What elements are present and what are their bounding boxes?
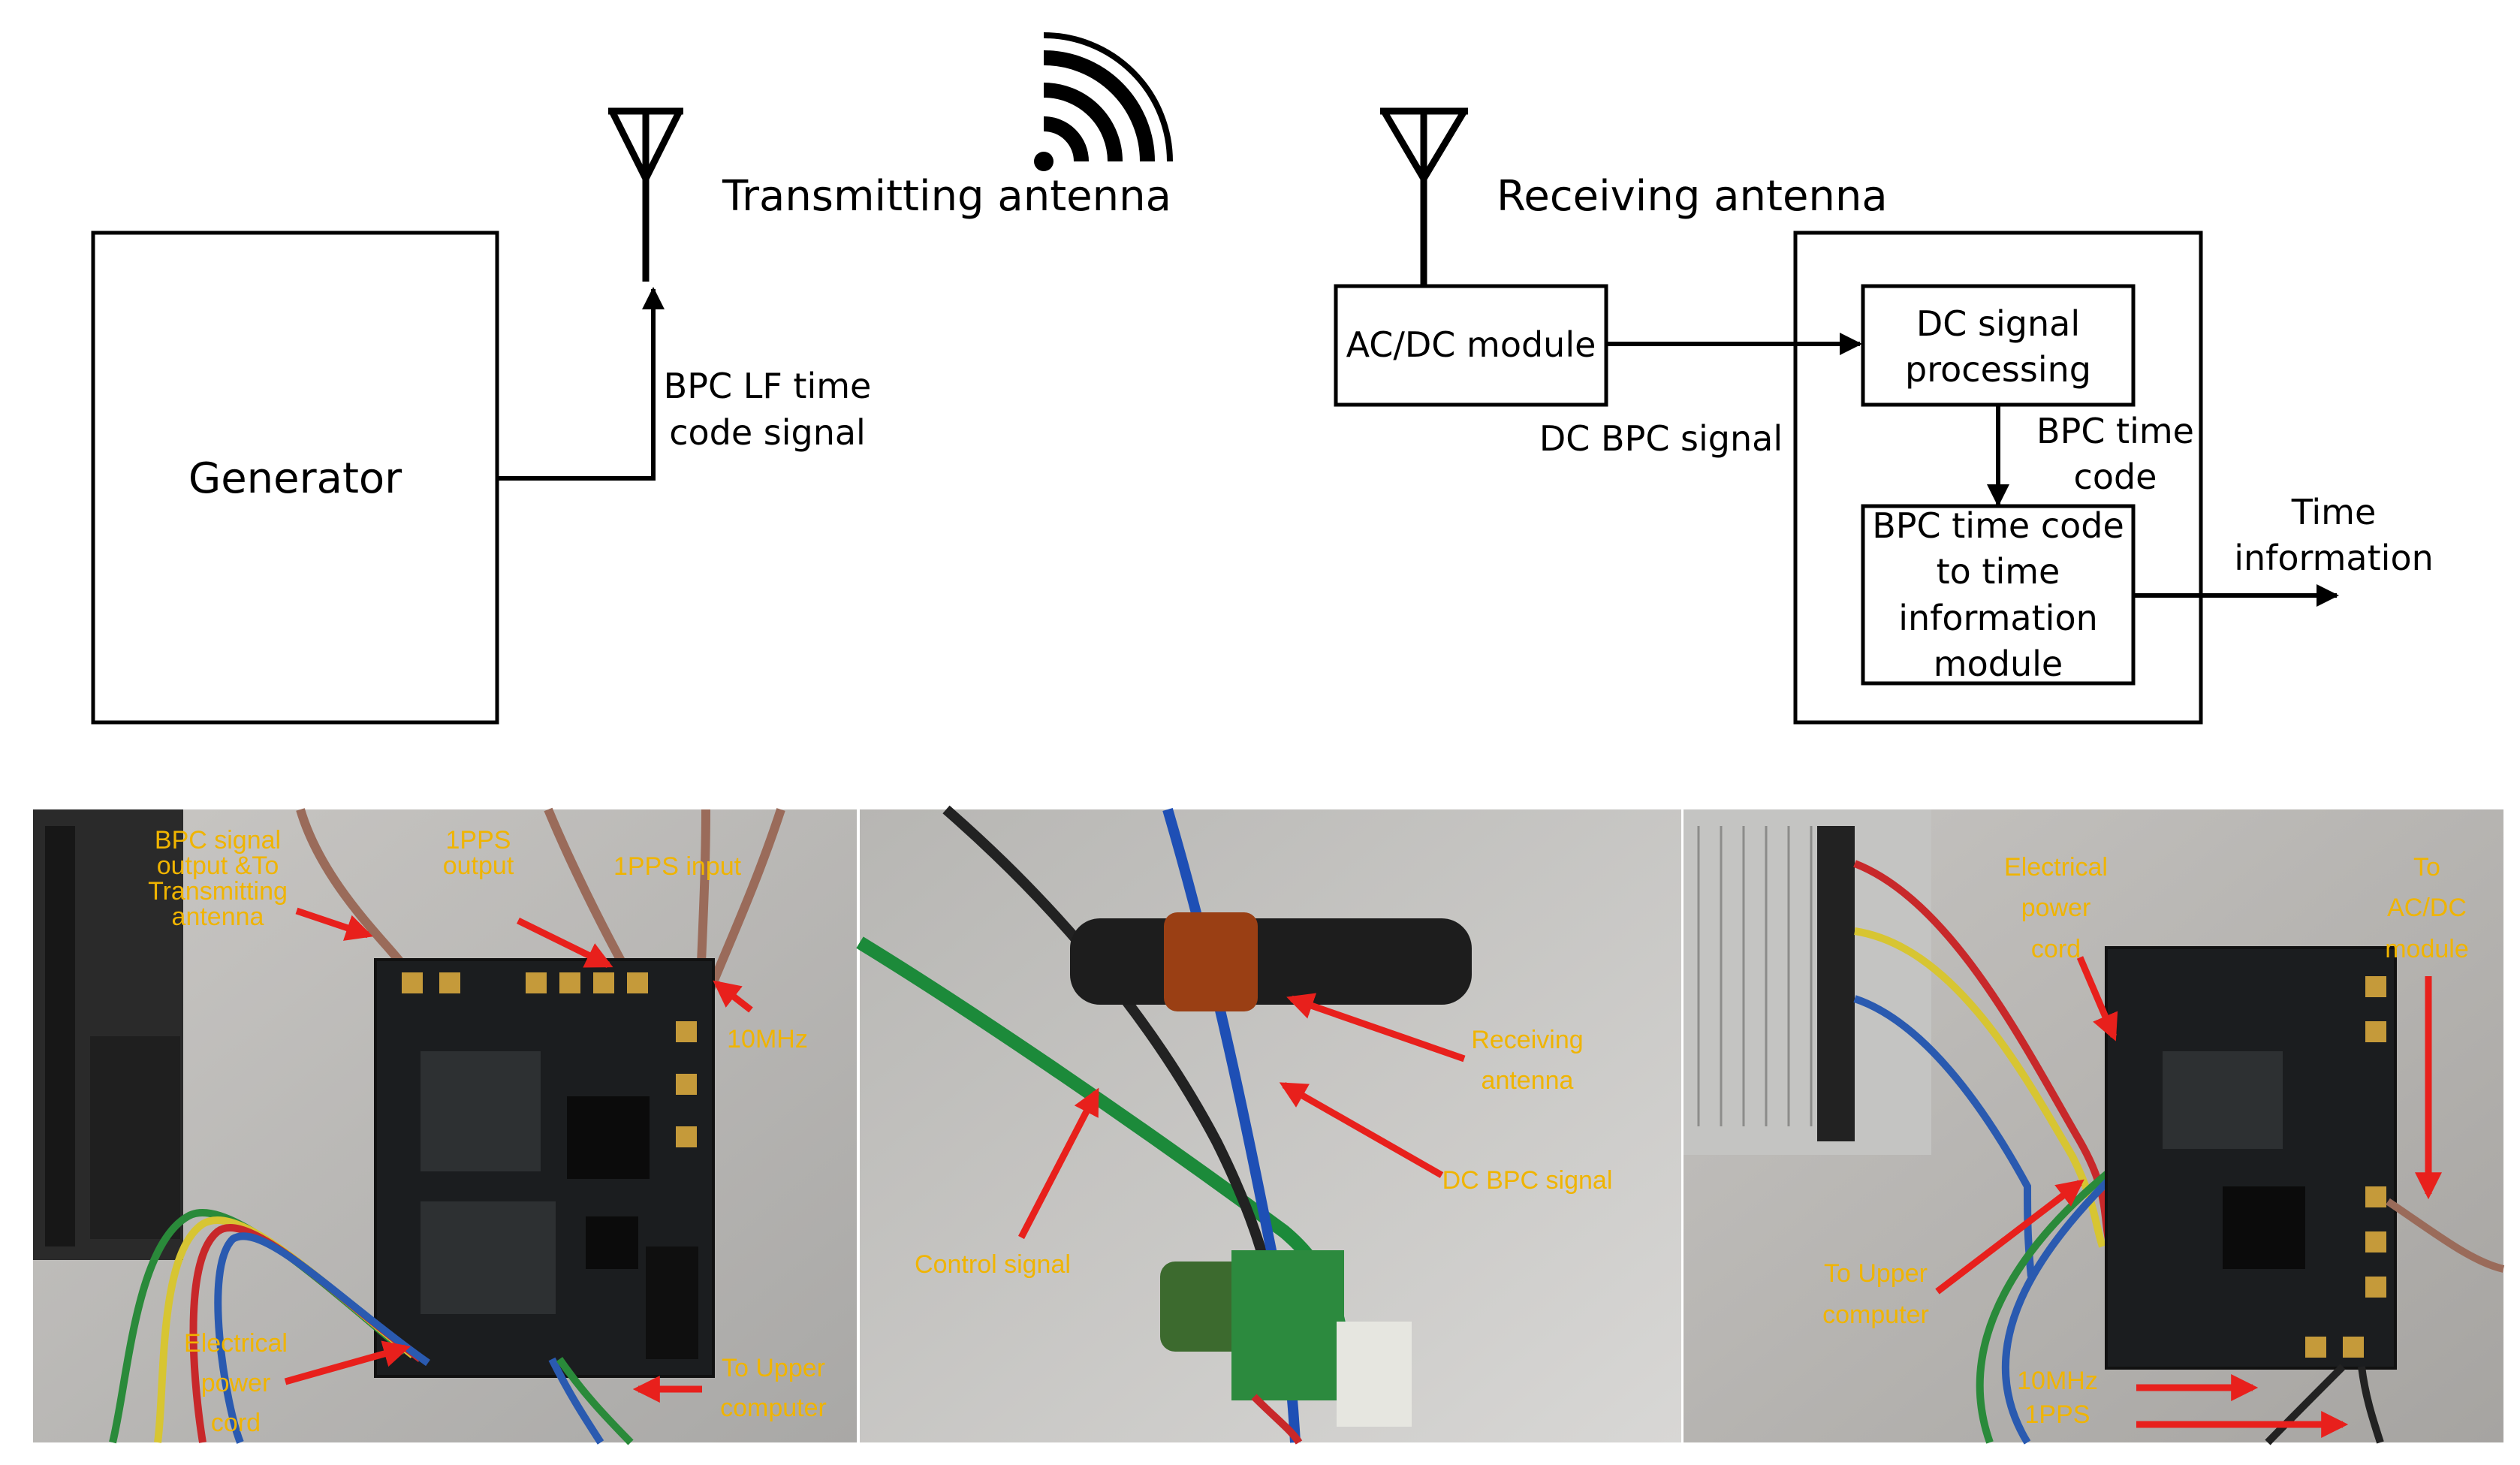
receiving-antenna-photo-label-2: antenna	[1482, 1066, 1574, 1095]
dc-bpc-signal-photo-label: DC BPC signal	[1442, 1166, 1613, 1195]
bpc-output-label-1: BPC signal	[155, 826, 281, 855]
time-information-label-line1: Time	[2291, 492, 2377, 532]
to-acdc-label-2: AC/DC	[2387, 894, 2467, 922]
dc-bpc-signal-label: DC BPC signal	[1539, 418, 1783, 459]
transmitter-board-photo	[33, 807, 857, 1445]
pps-output-label-1: 1PPS	[446, 826, 511, 855]
upper-computer-label-2: computer	[720, 1394, 827, 1422]
bpc-time-code-label-line2: code	[2074, 457, 2157, 497]
ten-mhz-label: 10MHz	[727, 1025, 808, 1054]
conversion-module-label-line4: module	[1934, 644, 2063, 684]
generator-label: Generator	[188, 454, 402, 503]
bpc-output-label-2: output &To	[157, 852, 279, 880]
receiving-antenna-photo-label-1: Receiving	[1471, 1026, 1583, 1054]
conversion-module-label-line3: information	[1898, 598, 2098, 638]
bpc-output-label-4: antenna	[172, 903, 264, 931]
receiver-board-photo	[1684, 809, 2505, 1445]
right-power-cord-label-3: cord	[2031, 935, 2081, 963]
conversion-module-label-line2: to time	[1937, 551, 2060, 592]
pps-output-label-2: output	[443, 852, 514, 880]
bpc-lf-signal-label-line2: code signal	[669, 412, 866, 453]
right-upper-computer-label-2: computer	[1822, 1301, 1929, 1329]
to-acdc-label-3: module	[2385, 935, 2469, 963]
conversion-module-label-line1: BPC time code	[1872, 505, 2124, 546]
receiving-antenna-photo	[856, 805, 1681, 1445]
receiving-antenna-label: Receiving antenna	[1497, 172, 1888, 221]
right-upper-computer-label-1: To Upper	[1824, 1259, 1928, 1288]
right-ten-mhz-label: 10MHz	[2017, 1367, 2098, 1395]
pps-input-label: 1PPS input	[613, 852, 742, 881]
bpc-output-label-3: Transmitting	[148, 877, 288, 906]
transmitting-antenna-label: Transmitting antenna	[722, 172, 1171, 221]
transmitting-antenna-icon	[608, 107, 683, 282]
right-pps-label: 1PPS	[2025, 1400, 2090, 1429]
to-acdc-label-1: To	[2413, 853, 2440, 882]
bpc-time-code-label-line1: BPC time	[2036, 411, 2194, 451]
control-signal-photo-label: Control signal	[915, 1250, 1071, 1279]
generator-to-antenna-arrow	[497, 287, 665, 481]
power-cord-label-3: cord	[211, 1409, 261, 1437]
acdc-module-label: AC/DC module	[1346, 324, 1596, 365]
time-information-label-line2: information	[2234, 538, 2434, 578]
upper-computer-label-1: To Upper	[722, 1354, 825, 1382]
receiving-antenna-icon	[1380, 107, 1468, 285]
power-cord-label-1: Electrical	[184, 1329, 288, 1358]
receiver-annotations: Receiving antenna DC BPC signal Control …	[915, 993, 1613, 1279]
right-power-cord-label-2: power	[2021, 894, 2091, 922]
dc-signal-processing-label-line1: DC signal	[1916, 303, 2080, 344]
right-power-cord-label-1: Electrical	[2004, 853, 2108, 882]
dc-signal-processing-label-line2: processing	[1905, 349, 2091, 390]
power-cord-label-2: power	[201, 1369, 271, 1397]
receiver-outer-box	[1793, 231, 2203, 725]
receiver-board-annotations: Electrical power cord To AC/DC module To…	[1822, 853, 2469, 1438]
bpc-lf-signal-label-line1: BPC LF time	[664, 366, 872, 406]
transmitter-annotations: BPC signal output &To Transmitting anten…	[148, 826, 827, 1437]
wireless-signal-icon	[1034, 32, 1173, 171]
